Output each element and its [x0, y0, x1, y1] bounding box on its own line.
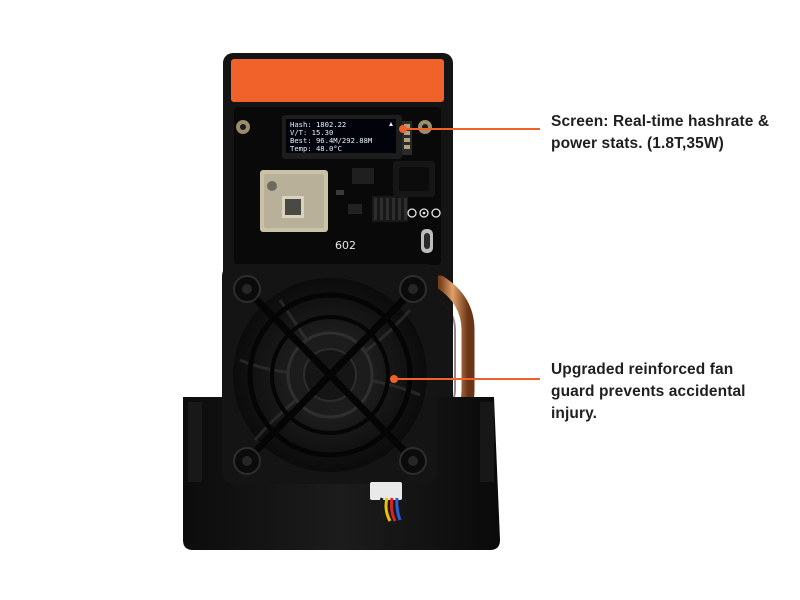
- oled-arrow-icon: [389, 122, 393, 126]
- case-front-cradle: [183, 397, 500, 550]
- callout-fan-line-2: guard prevents accidental: [551, 383, 746, 400]
- fan-cable: [370, 482, 402, 522]
- orange-top-panel: [231, 59, 444, 102]
- vrm-heatsink: [372, 196, 408, 222]
- oled-line-voltage: V/T: 15.30: [290, 128, 333, 137]
- callout-fan-text: Upgraded reinforced fan guard prevents a…: [551, 359, 746, 425]
- callout-screen-leader: [399, 125, 540, 133]
- oled-screen: [286, 119, 396, 153]
- oled-line-hash: Hash: 1802.22: [290, 120, 346, 129]
- callout-screen-line-2: power stats. (1.8T,35W): [551, 135, 724, 152]
- module-logo-icon: [267, 181, 277, 191]
- fan-screw-icons: [233, 275, 427, 475]
- callout-screen-line-1: Screen: Real-time hashrate &: [551, 113, 770, 130]
- dc-polarity-icon: [407, 208, 441, 218]
- callout-fan-line-1: Upgraded reinforced fan: [551, 361, 734, 378]
- callout-screen-text: Screen: Real-time hashrate & power stats…: [551, 111, 769, 155]
- callout-fan-line-3: injury.: [551, 405, 598, 422]
- oled-line-temp: Temp: 48.0°C: [290, 144, 342, 153]
- fan-guard: [244, 287, 416, 463]
- board-label: 602: [335, 239, 356, 252]
- callout-fan-leader: [390, 375, 540, 383]
- oled-line-best: Best: 96.4M/292.88M: [290, 136, 373, 145]
